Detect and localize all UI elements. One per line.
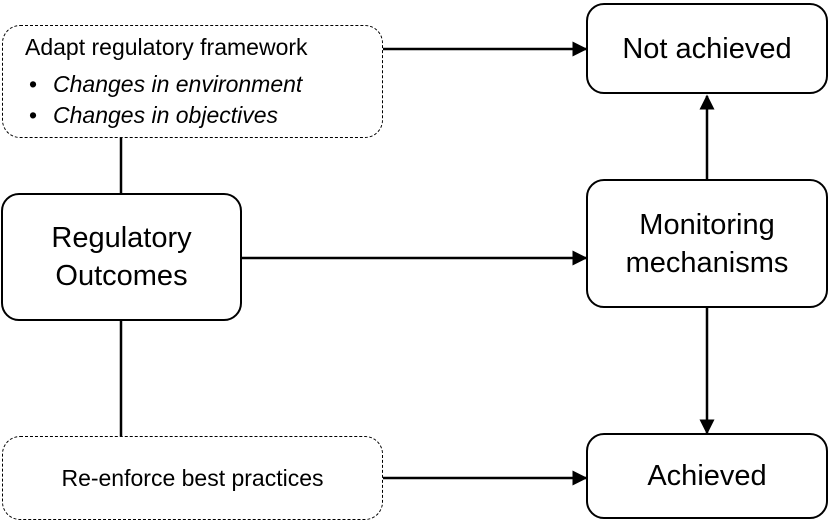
monitoring-line-2: mechanisms [625, 246, 789, 279]
adapt-framework-bullets: Changes in environment Changes in object… [25, 67, 302, 129]
regulatory-outcomes-line-1: Regulatory [51, 222, 192, 254]
reenforce-box: Re-enforce best practices [2, 436, 383, 520]
bullet-changes-environment: Changes in environment [25, 71, 302, 98]
achieved-box: Achieved [586, 433, 828, 519]
adapt-framework-title: Adapt regulatory framework [25, 34, 308, 60]
monitoring-line-1: Monitoring [639, 208, 775, 241]
not-achieved-label: Not achieved [622, 32, 792, 65]
adapt-framework-box: Adapt regulatory framework Changes in en… [2, 25, 383, 138]
achieved-label: Achieved [647, 460, 767, 492]
regulatory-outcomes-line-2: Outcomes [55, 260, 188, 292]
bullet-changes-objectives: Changes in objectives [25, 102, 302, 129]
not-achieved-box: Not achieved [586, 3, 828, 94]
reenforce-label: Re-enforce best practices [61, 464, 324, 491]
monitoring-mechanisms-box: Monitoring mechanisms [586, 179, 828, 308]
regulatory-outcomes-box: Regulatory Outcomes [1, 193, 242, 321]
